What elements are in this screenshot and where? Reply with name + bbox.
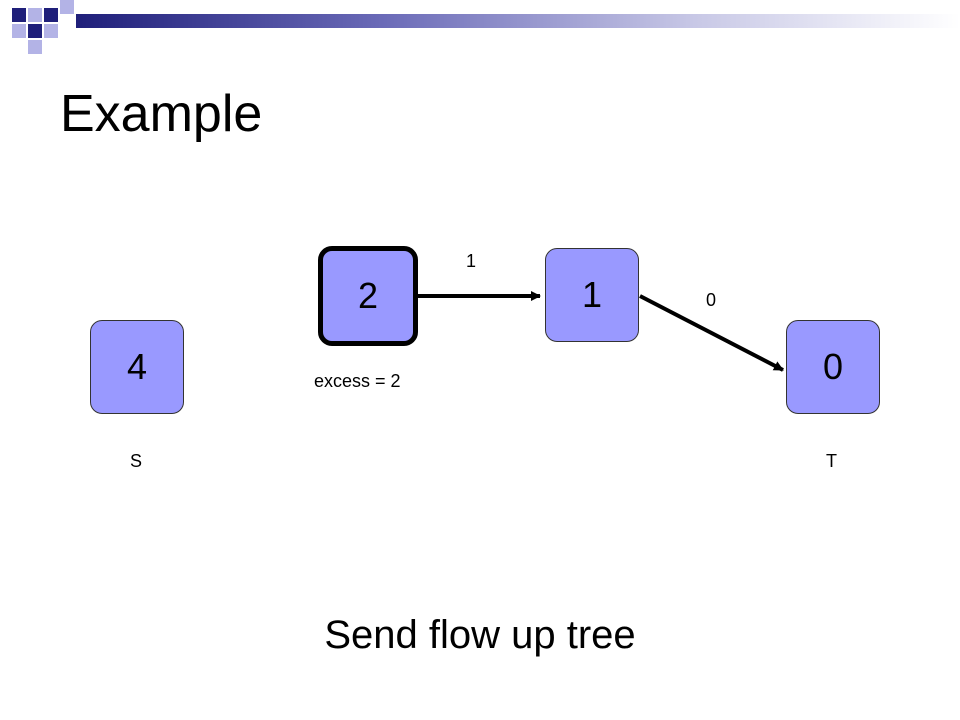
node-middle-value: 1 — [581, 274, 603, 315]
header-decoration — [0, 0, 960, 56]
header-square-light-1 — [28, 8, 42, 22]
node-active-value: 2 — [357, 275, 379, 316]
node-s-value: 4 — [126, 346, 148, 387]
excess-annotation: excess = 2 — [314, 371, 401, 391]
slide-title: Example — [60, 85, 263, 143]
sink-label: T — [826, 451, 837, 471]
edge-1-to-0 — [639, 294, 784, 372]
header-square-light-3 — [12, 24, 26, 38]
slide-caption: Send flow up tree — [324, 613, 636, 657]
header-square-navy-1 — [12, 8, 26, 22]
node-active: 2 — [318, 246, 418, 346]
node-s: 4 — [90, 320, 184, 414]
edge-1-to-0-label: 0 — [706, 290, 717, 310]
node-middle: 1 — [545, 248, 639, 342]
edge-2-to-1-label: 1 — [466, 251, 477, 271]
node-t: 0 — [786, 320, 880, 414]
header-gradient-bar — [76, 14, 960, 28]
node-t-value: 0 — [822, 346, 844, 387]
header-square-navy-3 — [28, 24, 42, 38]
source-label: S — [130, 451, 143, 471]
header-square-light-4 — [44, 24, 58, 38]
header-square-light-2 — [60, 0, 74, 14]
header-square-light-5 — [28, 40, 42, 54]
header-square-navy-2 — [44, 8, 58, 22]
